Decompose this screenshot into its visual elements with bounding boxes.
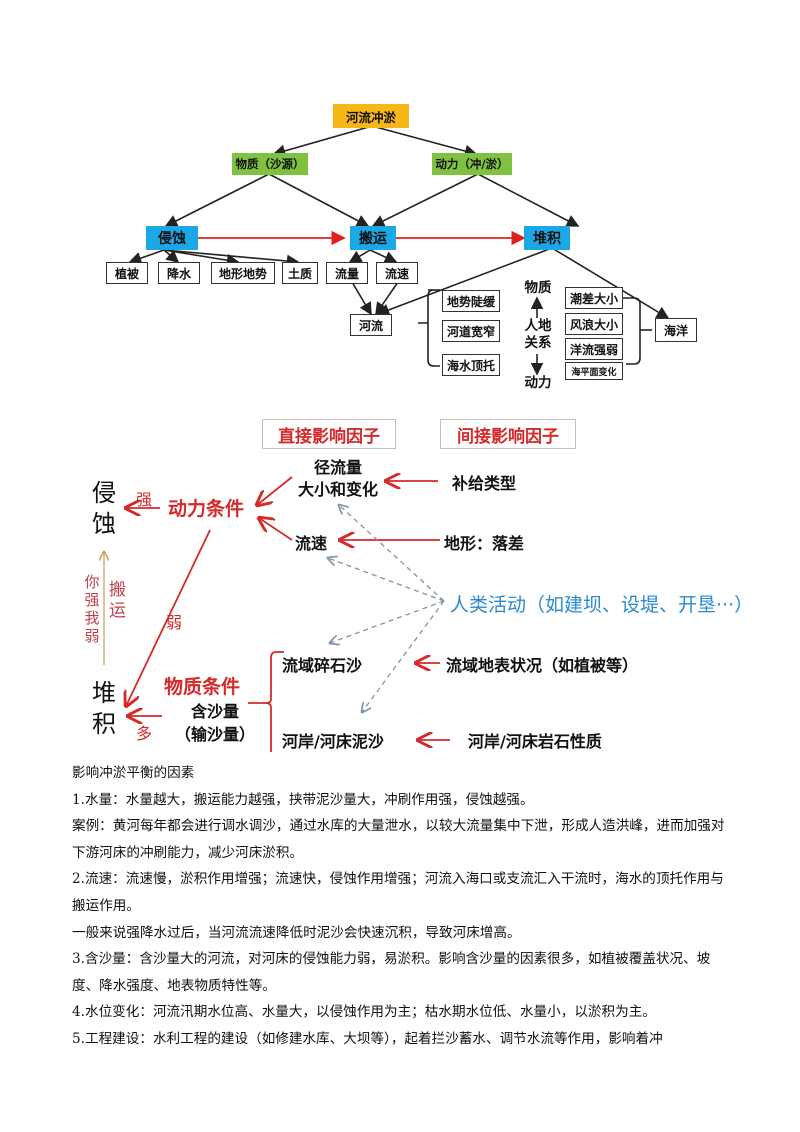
erosion-node: 侵蚀 xyxy=(146,226,198,250)
erosion-char-2: 蚀 xyxy=(92,510,116,538)
bank-silt-factor: 河岸/河床泥沙 xyxy=(282,732,384,751)
transport-node: 搬运 xyxy=(350,226,396,250)
factor-precipitation: 降水 xyxy=(158,262,200,284)
more-label: 多 xyxy=(136,724,153,743)
runoff-line1: 径流量 xyxy=(313,458,362,477)
paragraph-water-level: 4.水位变化：河流汛期水位高、水量大，以侵蚀作用为主；枯水期水位低、水量小，以淤… xyxy=(72,1004,656,1021)
human-land-relation-line2: 关系 xyxy=(524,335,552,351)
paragraph-velocity: 2.流速：流速慢，淤积作用增强；流速快，侵蚀作用增强；河流入海口或支流汇入干流时… xyxy=(72,871,724,914)
runoff-factor: 径流量 大小和变化 xyxy=(288,457,388,501)
factor-channel-width: 河道宽窄 xyxy=(442,320,500,342)
factor-sea-level-change: 海平面变化 xyxy=(565,362,623,380)
human-land-dynamic: 动力 xyxy=(524,375,552,391)
factors-text-section: 影响冲淤平衡的因素 1.水量：水量越大，搬运能力越强，挟带泥沙量大，冲刷作用强，… xyxy=(72,760,732,1053)
paragraph-engineering: 5.工程建设：水利工程的建设（如修建水库、大坝等），起着拦沙蓄水、调节水流等作用… xyxy=(72,1030,663,1047)
factor-vegetation: 植被 xyxy=(106,262,148,284)
deposition-char-1: 堆 xyxy=(92,679,116,707)
deposition-char-2: 积 xyxy=(92,710,116,738)
river-node: 河流 xyxy=(350,314,392,336)
deposition-node: 堆积 xyxy=(524,226,570,250)
vchar: 搬 xyxy=(109,580,126,600)
material-source-node: 物质（沙源） xyxy=(232,153,308,175)
factor-soil: 土质 xyxy=(282,262,318,284)
vchar: 我 xyxy=(84,609,100,627)
factor-tidal-range: 潮差大小 xyxy=(565,287,623,309)
factor-wind-waves: 风浪大小 xyxy=(565,313,623,335)
factor-seawater-backwater: 海水顶托 xyxy=(442,354,500,376)
human-land-relation-line1: 人地 xyxy=(524,318,552,334)
strong-label: 强 xyxy=(136,490,153,509)
dynamic-condition: 动力条件 xyxy=(168,498,245,520)
basin-gravel-factor: 流域碎石沙 xyxy=(282,656,363,675)
sediment-line1: 含沙量 xyxy=(190,702,239,721)
factor-ocean-current: 洋流强弱 xyxy=(565,338,623,360)
human-activity-factor: 人类活动（如建坝、设堤、开垦···） xyxy=(450,594,754,616)
factor-connectors xyxy=(0,0,450,752)
factor-discharge: 流量 xyxy=(326,262,368,284)
factor-velocity: 流速 xyxy=(376,262,418,284)
paragraph-case-yellow-river: 案例：黄河每年都会进行调水调沙，通过水库的大量泄水，以较大流量集中下泄，形成人造… xyxy=(72,818,725,861)
paragraph-sediment: 3.含沙量：含沙量大的河流，对河床的侵蚀能力弱，易淤积。影响含沙量的因素很多，如… xyxy=(72,951,711,994)
vchar: 你 xyxy=(84,573,100,591)
erosion-label: 侵 蚀 xyxy=(92,478,116,540)
surface-condition-factor: 流域地表状况（如植被等） xyxy=(446,656,639,675)
paragraph-water-volume: 1.水量：水量越大，搬运能力越强，挟带泥沙量大，冲刷作用强，侵蚀越强。 xyxy=(72,791,534,808)
supply-type-factor: 补给类型 xyxy=(452,474,517,493)
vchar: 运 xyxy=(109,601,126,621)
direct-factors-header: 直接影响因子 xyxy=(262,419,396,449)
terrain-drop-factor: 地形：落差 xyxy=(444,534,525,553)
factor-slope: 地势陡缓 xyxy=(442,290,500,312)
paragraph-heavy-rain: 一般来说强降水过后，当河流流速降低时泥沙会快速沉积，导致河床增高。 xyxy=(72,924,521,941)
erosion-char-1: 侵 xyxy=(92,479,116,507)
human-land-relation: 人地 关系 xyxy=(521,318,555,352)
weak-label: 弱 xyxy=(166,613,183,632)
vchar: 弱 xyxy=(84,627,100,645)
human-land-material: 物质 xyxy=(524,280,552,296)
you-strong-i-weak-label: 你 强 我 弱 xyxy=(84,573,100,645)
factor-terrain: 地形地势 xyxy=(211,262,275,284)
runoff-line2: 大小和变化 xyxy=(297,480,378,499)
bank-rock-factor: 河岸/河床岩石性质 xyxy=(468,732,602,751)
sediment-line2: （输沙量） xyxy=(175,725,256,744)
transport-vertical-label: 搬 运 xyxy=(109,580,126,622)
root-node: 河流冲淤 xyxy=(333,104,409,128)
deposition-label: 堆 积 xyxy=(92,678,116,740)
velocity-factor: 流速 xyxy=(295,534,328,553)
material-condition: 物质条件 xyxy=(164,676,241,698)
dynamic-node: 动力（冲/淤） xyxy=(432,153,512,175)
vchar: 强 xyxy=(84,591,100,609)
sediment-factor: 含沙量 （输沙量） xyxy=(175,700,255,746)
section-title: 影响冲淤平衡的因素 xyxy=(72,765,195,781)
ocean-node: 海洋 xyxy=(655,318,697,342)
indirect-factors-header: 间接影响因子 xyxy=(440,419,576,449)
tree-connectors xyxy=(128,125,670,376)
